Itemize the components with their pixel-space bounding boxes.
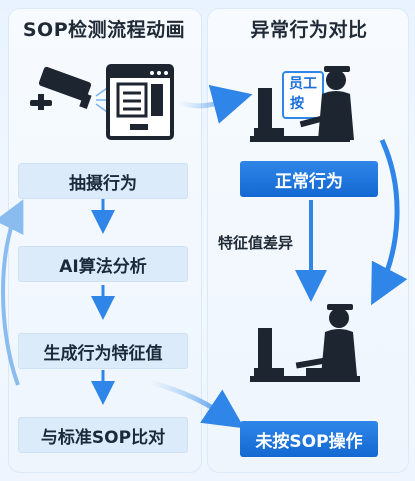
step-compare-sop: 与标准SOP比对 xyxy=(18,417,188,453)
worker-at-computer-icon xyxy=(250,304,360,382)
arrow-to-abnormal xyxy=(149,379,245,429)
step-generate-features: 生成行为特征值 xyxy=(18,333,188,369)
normal-behavior-label: 正常行为 xyxy=(240,161,378,197)
feature-diff-label: 特征值差异 xyxy=(218,234,294,252)
step-capture-behavior: 抽摄行为 xyxy=(18,163,188,199)
arrow-to-compare xyxy=(177,84,253,124)
worker-at-computer-icon xyxy=(250,66,354,142)
left-panel-title: SOP检测流程动画 xyxy=(22,19,186,41)
step-ai-analysis: AI算法分析 xyxy=(18,246,188,282)
screen-sign-line-2: 按 xyxy=(290,95,304,112)
curve-arrow-right xyxy=(371,138,408,306)
abnormal-behavior-label: 未按SOP操作 xyxy=(240,421,378,457)
screen-sign-line-1: 员工 xyxy=(289,76,317,92)
right-panel-title: 异常行为对比 xyxy=(250,19,368,41)
cctv-camera-icon xyxy=(30,66,111,115)
monitor-document-icon xyxy=(106,64,174,140)
loop-arrow xyxy=(0,199,24,386)
